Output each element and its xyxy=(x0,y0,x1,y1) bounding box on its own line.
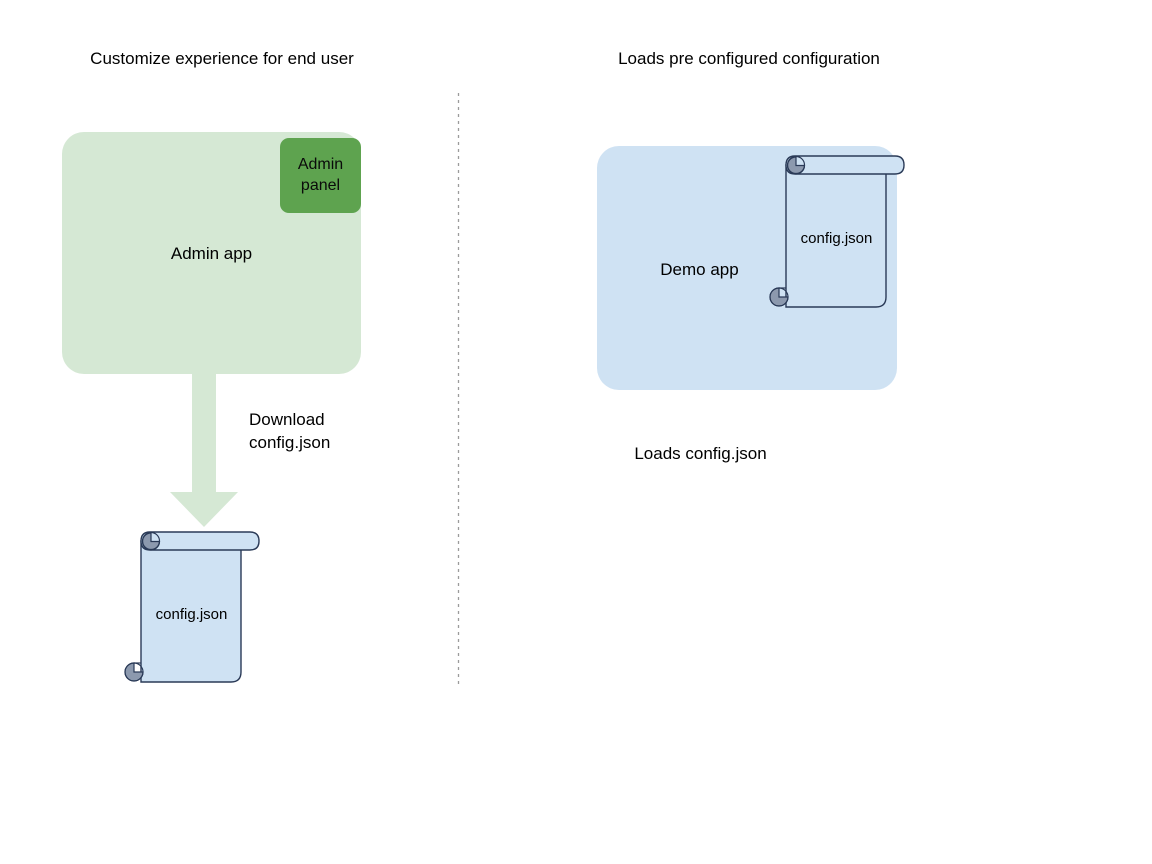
config-json-scroll-left[interactable] xyxy=(124,531,260,683)
scroll-body-left xyxy=(140,540,242,683)
scroll-top-curl-outline-right xyxy=(786,155,806,175)
download-arrow-label-line2: config.json xyxy=(249,433,331,452)
config-json-scroll-right[interactable] xyxy=(769,155,905,308)
download-arrow-shape xyxy=(170,360,238,527)
scroll-top-roll-right xyxy=(785,155,905,175)
admin-app-label: Admin app xyxy=(170,244,253,263)
loads-config-caption: Loads config.json xyxy=(634,444,767,463)
config-json-label-right: config.json xyxy=(800,230,873,247)
config-json-label-left: config.json xyxy=(155,606,228,623)
admin-panel-badge-line1: Admin xyxy=(297,156,344,173)
download-arrow xyxy=(170,360,238,527)
download-arrow-label-line1: Download xyxy=(249,410,325,429)
right-panel-title: Loads pre configured configuration xyxy=(618,49,880,68)
scroll-top-roll-left xyxy=(140,531,260,551)
scroll-top-curl-outline-left xyxy=(141,531,161,551)
admin-panel-badge-label: Admin panel xyxy=(280,154,361,196)
admin-panel-badge-line2: panel xyxy=(300,177,341,194)
download-arrow-label: Download config.json xyxy=(249,408,429,454)
left-panel-title: Customize experience for end user xyxy=(90,49,354,68)
admin-panel-badge[interactable] xyxy=(280,138,361,213)
demo-app-label: Demo app xyxy=(660,260,739,279)
scroll-body-right xyxy=(785,164,887,308)
